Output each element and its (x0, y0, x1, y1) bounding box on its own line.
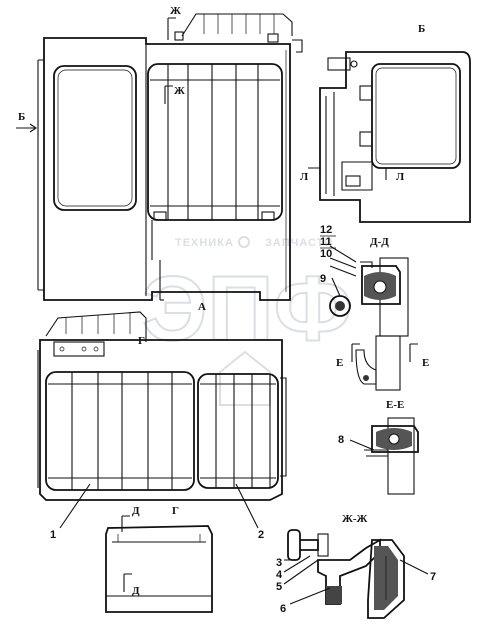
door-outline (319, 51, 471, 223)
label-d-top: Д (132, 505, 140, 517)
label-zh-top: Ж (170, 5, 181, 17)
watermark-right-text: ЗАПЧАСТИ (265, 237, 333, 249)
windshield-grille-bars (71, 372, 173, 490)
label-a: А (198, 301, 206, 313)
callout-9: 9 (320, 273, 326, 285)
section-zhzh: Ж-Ж 3 4 5 6 7 (276, 513, 436, 619)
callout-12: 12 (320, 224, 332, 236)
label-view-g: Г (172, 505, 179, 517)
callout-3: 3 (276, 557, 282, 569)
watermark: ТЕХНИКА ЗАПЧАСТИ ЭПФ (141, 236, 353, 406)
callout-4: 4 (276, 569, 283, 581)
label-section-dd: Д-Д (370, 236, 389, 248)
callout-10: 10 (320, 248, 332, 260)
door-window (147, 63, 283, 221)
door-glass (371, 63, 461, 169)
section-ee: Е-Е 8 (338, 399, 419, 495)
callout-6: 6 (280, 603, 286, 615)
view-g-frame: Д Г Д (105, 505, 213, 613)
seal-profile-dd (361, 265, 401, 305)
roof-rack (181, 13, 293, 37)
callout-1: 1 (50, 529, 56, 541)
front-roof-rack (45, 311, 147, 337)
section-e-marks: Е Е (336, 335, 429, 391)
front-body-outline (39, 339, 283, 501)
watermark-left-text: ТЕХНИКА (175, 237, 234, 249)
callout-8: 8 (338, 434, 344, 446)
view-a-front: Г 1 2 (37, 311, 287, 541)
bolt-head (287, 529, 301, 561)
gear-icon (238, 236, 250, 248)
label-l-right: Л (396, 171, 405, 183)
seal-profile-ee (371, 425, 419, 453)
label-l-left: Л (300, 171, 309, 183)
windshield (45, 371, 195, 491)
label-b-arrow: Б (18, 111, 25, 123)
callout-11: 11 (320, 236, 332, 248)
view-b-door: Б Л Л (300, 23, 471, 223)
callout-2: 2 (258, 529, 264, 541)
watermark-logo: ЭПФ (142, 258, 352, 360)
label-g-arrow: Г (138, 335, 145, 347)
right-window (197, 373, 279, 489)
label-e-left: Е (336, 357, 343, 369)
section-dd: Д-Д 12 11 10 9 (320, 224, 409, 337)
callout-5: 5 (276, 581, 282, 593)
label-d-bottom: Д (132, 585, 140, 597)
view-b-arrow (16, 123, 37, 133)
cab-body-outline (43, 37, 291, 301)
label-section-zhzh: Ж-Ж (342, 513, 368, 525)
cab-side-view: Ж Ж Б А (16, 5, 303, 313)
rear-frame-outline (105, 525, 213, 613)
guard-grille-bars (167, 64, 259, 220)
label-view-b: Б (418, 23, 425, 35)
label-zh-inner: Ж (174, 85, 185, 97)
side-window (53, 65, 137, 211)
label-section-ee: Е-Е (386, 399, 404, 411)
callout-7: 7 (430, 571, 436, 583)
seal-profile-zhzh (367, 539, 405, 619)
label-e-right: Е (422, 357, 429, 369)
bracket (317, 538, 381, 605)
